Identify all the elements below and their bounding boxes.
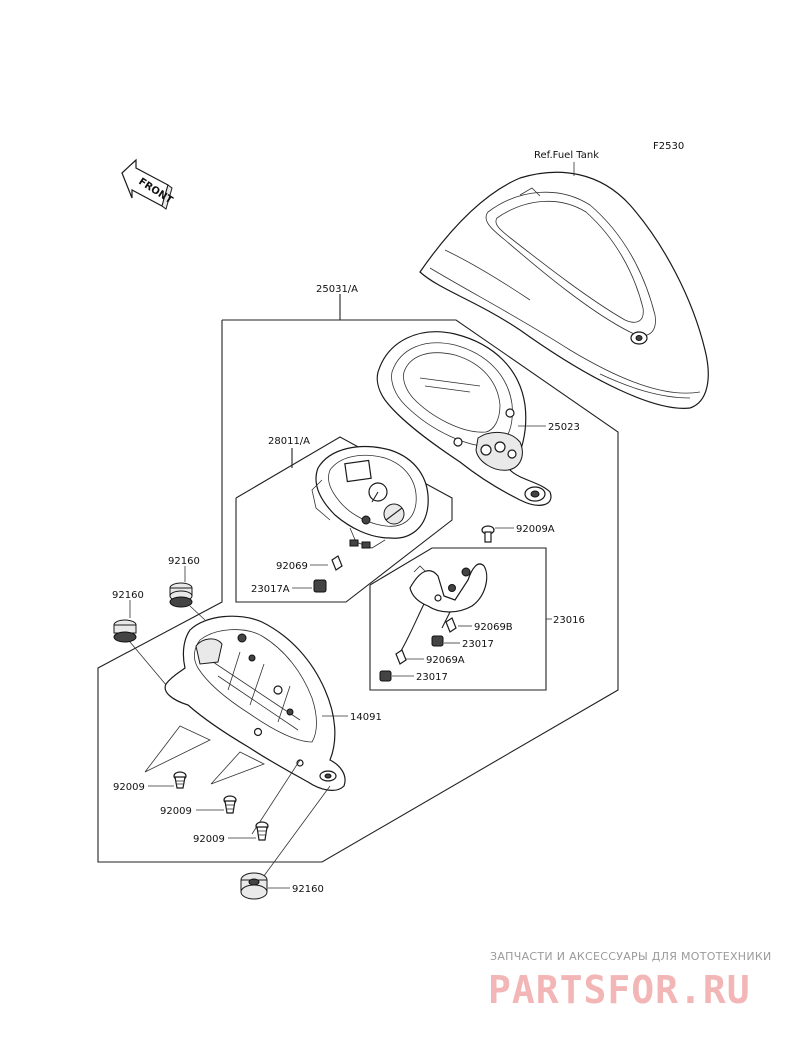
grommet-left-icon xyxy=(113,619,137,643)
screw-3-icon xyxy=(255,821,269,841)
socket-2-icon xyxy=(379,670,392,682)
harness-outline xyxy=(369,547,547,691)
callout-meter: 28011/A xyxy=(268,436,310,447)
figure-code: F2530 xyxy=(653,141,684,152)
screw-1-icon xyxy=(173,771,187,789)
callout-harness: 23016 xyxy=(553,615,585,626)
meter-outline xyxy=(235,436,453,603)
meter-unit xyxy=(311,445,429,549)
callout-bulb-meter: 92069 xyxy=(276,561,308,572)
grommet-top-link xyxy=(189,605,206,621)
callout-grommet-left: 92160 xyxy=(112,590,144,601)
grommet-left-link xyxy=(129,641,173,693)
callout-grommet-bottom: 92160 xyxy=(292,884,324,895)
callout-socket-meter: 23017A xyxy=(251,584,290,595)
bulb-b-icon xyxy=(445,617,457,633)
callout-assy: 25031/A xyxy=(316,284,358,295)
fuel-tank-reference xyxy=(419,171,709,409)
ref-fuel-tank-label: Ref.Fuel Tank xyxy=(534,150,599,161)
watermark-tagline: ЗАПЧАСТИ И АКСЕССУАРЫ ДЛЯ МОТОТЕХНИКИ xyxy=(490,950,772,963)
grommet-top-icon xyxy=(169,582,193,608)
callout-screw-2: 92009 xyxy=(160,806,192,817)
callout-screw-small-a: 92009A xyxy=(516,524,555,535)
callout-grommet-top: 92160 xyxy=(168,556,200,567)
bulb-meter-icon xyxy=(331,555,343,571)
callout-case-cover: 25023 xyxy=(548,422,580,433)
meter-case-cover xyxy=(376,331,552,506)
callout-bulb-b: 92069B xyxy=(474,622,513,633)
callout-bulb-a: 92069A xyxy=(426,655,465,666)
screw-2-icon xyxy=(223,795,237,814)
callout-screw-3: 92009 xyxy=(193,834,225,845)
screw-small-a-icon xyxy=(481,525,495,543)
lower-case xyxy=(164,615,346,791)
socket-1-icon xyxy=(431,635,444,647)
watermark-logo: PARTSFOR.RU xyxy=(488,968,751,1012)
bulb-a-icon xyxy=(395,649,407,665)
callout-socket-1: 23017 xyxy=(462,639,494,650)
callout-lower-case: 14091 xyxy=(350,712,382,723)
front-arrow-icon: FRONT xyxy=(121,158,175,210)
callout-socket-2: 23017 xyxy=(416,672,448,683)
assy-outline xyxy=(97,319,619,863)
grommet-bottom-icon xyxy=(240,872,268,900)
callout-screw-1: 92009 xyxy=(113,782,145,793)
socket-meter-icon xyxy=(313,579,327,593)
